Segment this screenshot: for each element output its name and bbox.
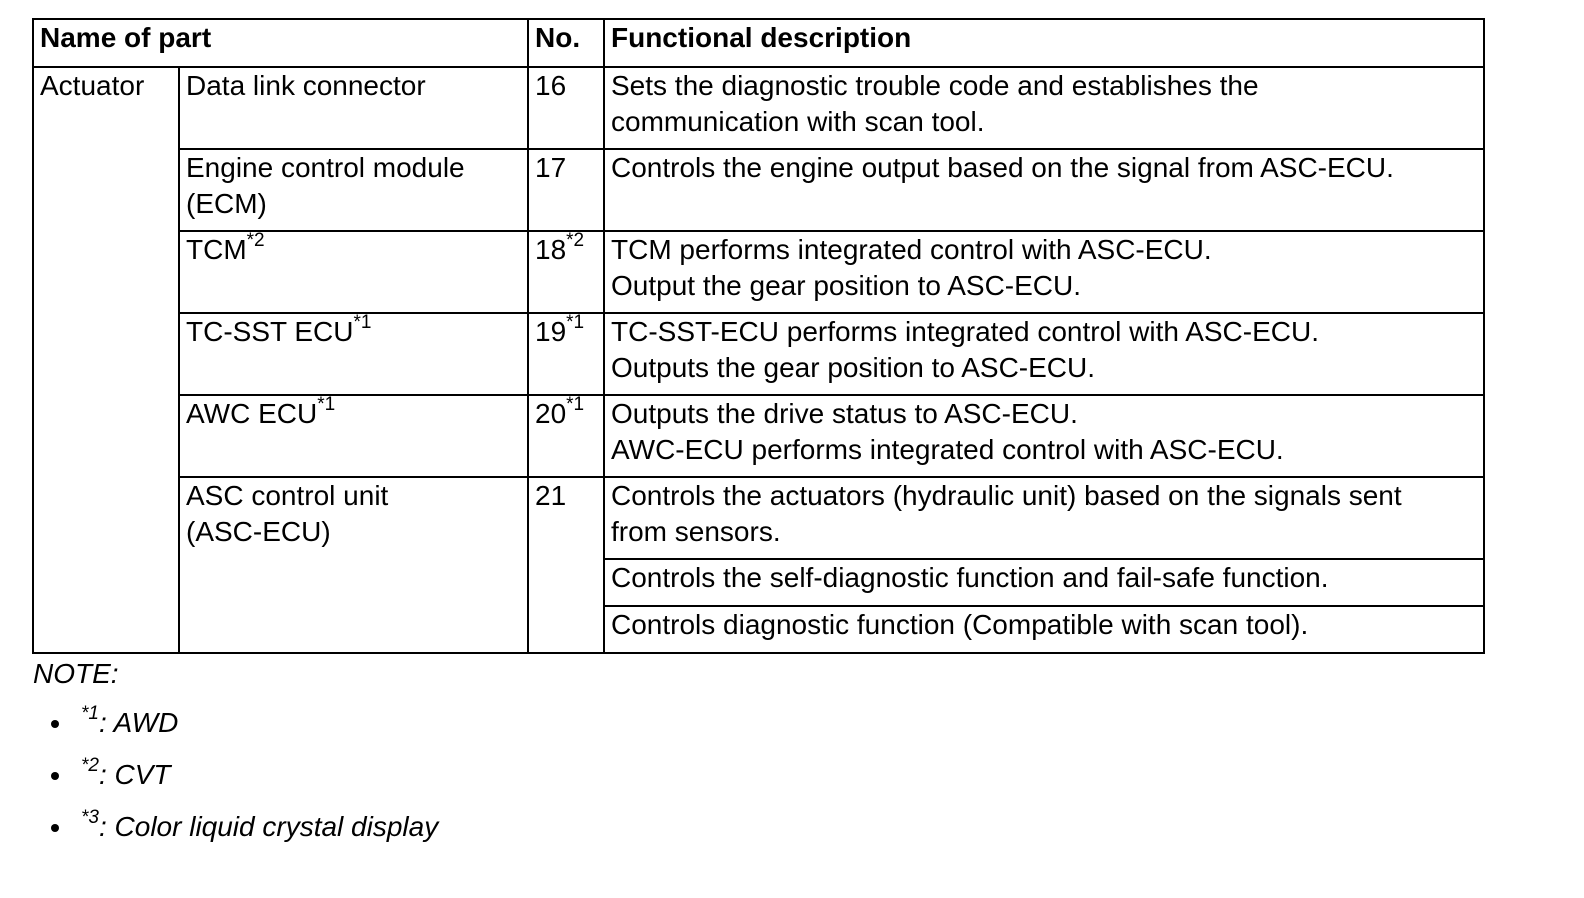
part-name-cell: Engine control module (ECM) — [178, 148, 529, 232]
description-line: Controls the actuators (hydraulic unit) … — [611, 480, 1402, 511]
description-line: Outputs the gear position to ASC-ECU. — [611, 352, 1096, 383]
part-number-cell: 17 — [527, 148, 605, 232]
table-row: Controls the self-diagnostic function an… — [33, 558, 1485, 607]
table-row: Controls diagnostic function (Compatible… — [33, 605, 1485, 654]
footnote-text: : AWD — [98, 707, 179, 738]
part-number: 20 — [535, 398, 567, 429]
description-line: Controls the self-diagnostic function an… — [611, 562, 1329, 593]
table-row: Actuator Data link connector 16 Sets the… — [32, 66, 1485, 654]
description-cell: TCM performs integrated control with ASC… — [603, 230, 1485, 314]
part-name: Engine control module — [186, 152, 465, 183]
part-name: ASC control unit — [186, 480, 389, 511]
description-cell: Outputs the drive status to ASC-ECU. AWC… — [603, 394, 1485, 478]
part-name-cell: Data link connector — [178, 66, 529, 150]
footnote-marker: *1 — [81, 702, 99, 724]
part-number-cell: 19*1 — [527, 312, 605, 396]
footnote-marker: *2 — [81, 754, 99, 776]
footnote-marker: *2 — [246, 231, 265, 251]
description-line: Output the gear position to ASC-ECU. — [611, 270, 1082, 301]
part-name: TCM — [186, 234, 247, 265]
footnote-item: *2: CVT — [33, 754, 438, 793]
footnote-marker: *3 — [81, 806, 99, 828]
part-name-cell: TCM*2 — [178, 230, 529, 314]
footnote-item: *3: Color liquid crystal display — [33, 806, 439, 845]
part-name: Data link connector — [186, 70, 426, 101]
table-row: ASC control unit (ASC-ECU) 21 Controls t… — [33, 476, 1485, 654]
part-number: 19 — [535, 316, 567, 347]
footnote-marker: *1 — [317, 395, 336, 415]
part-number-cell: 16 — [527, 66, 605, 150]
description-line: TCM performs integrated control with ASC… — [611, 234, 1212, 265]
table-header-row: Name of part No. Functional description — [32, 18, 1485, 68]
part-number: 17 — [535, 152, 567, 183]
bullet-icon — [51, 824, 59, 832]
part-number-cell: 20*1 — [527, 394, 605, 478]
part-name-cell: ASC control unit (ASC-ECU) — [178, 476, 529, 654]
description-cell: Controls the actuators (hydraulic unit) … — [603, 476, 1485, 560]
bullet-icon — [51, 772, 59, 780]
description-line: from sensors. — [611, 516, 781, 547]
bullet-icon — [51, 720, 59, 728]
part-name: AWC ECU — [186, 398, 318, 429]
footnote-item: *1: AWD — [33, 702, 438, 741]
description-line: AWC-ECU performs integrated control with… — [611, 434, 1284, 465]
footnote-marker: *1 — [566, 395, 585, 415]
part-number: 18 — [535, 234, 567, 265]
description-line: Sets the diagnostic trouble code and est… — [611, 70, 1259, 101]
table-row: TC-SST ECU*1 19*1 TC-SST-ECU performs in… — [33, 312, 1485, 396]
category-cell: Actuator — [32, 66, 180, 654]
table-row: TCM*2 18*2 TCM performs integrated contr… — [33, 230, 1485, 314]
header-name-of-part: Name of part — [32, 18, 529, 68]
note-title: NOTE: — [33, 658, 119, 689]
description-line: TC-SST-ECU performs integrated control w… — [611, 316, 1319, 347]
table-row: Engine control module (ECM) 17 Controls … — [33, 148, 1485, 232]
footnote-text: : Color liquid crystal display — [98, 811, 439, 842]
part-name: TC-SST ECU — [186, 316, 354, 347]
description-line: Controls the engine output based on the … — [611, 152, 1394, 183]
header-functional-description: Functional description — [603, 18, 1485, 68]
description-cell: Sets the diagnostic trouble code and est… — [603, 66, 1485, 150]
part-number-cell: 18*2 — [527, 230, 605, 314]
footnote-list: *1: AWD *2: CVT *3: Color liquid crystal… — [33, 702, 439, 861]
footnote-marker: *1 — [566, 313, 585, 333]
description-line: Controls diagnostic function (Compatible… — [611, 609, 1309, 640]
part-number: 21 — [535, 480, 567, 511]
part-number: 16 — [535, 70, 567, 101]
description-cell: Controls diagnostic function (Compatible… — [603, 605, 1485, 654]
footnote-text: : CVT — [98, 759, 171, 790]
description-line: communication with scan tool. — [611, 106, 985, 137]
footnote-marker: *2 — [566, 231, 585, 251]
description-cell: Controls the self-diagnostic function an… — [603, 558, 1485, 607]
header-no: No. — [527, 18, 605, 68]
parts-table: Name of part No. Functional description … — [32, 18, 1485, 654]
part-number-cell: 21 — [527, 476, 605, 654]
description-cell: Controls the engine output based on the … — [603, 148, 1485, 232]
footnote-marker: *1 — [353, 313, 372, 333]
table-row: AWC ECU*1 20*1 Outputs the drive status … — [33, 394, 1485, 478]
part-name-line2: (ASC-ECU) — [186, 516, 331, 547]
description-cell: TC-SST-ECU performs integrated control w… — [603, 312, 1485, 396]
part-name-line2: (ECM) — [186, 188, 267, 219]
description-line: Outputs the drive status to ASC-ECU. — [611, 398, 1078, 429]
part-name-cell: AWC ECU*1 — [178, 394, 529, 478]
part-name-cell: TC-SST ECU*1 — [178, 312, 529, 396]
